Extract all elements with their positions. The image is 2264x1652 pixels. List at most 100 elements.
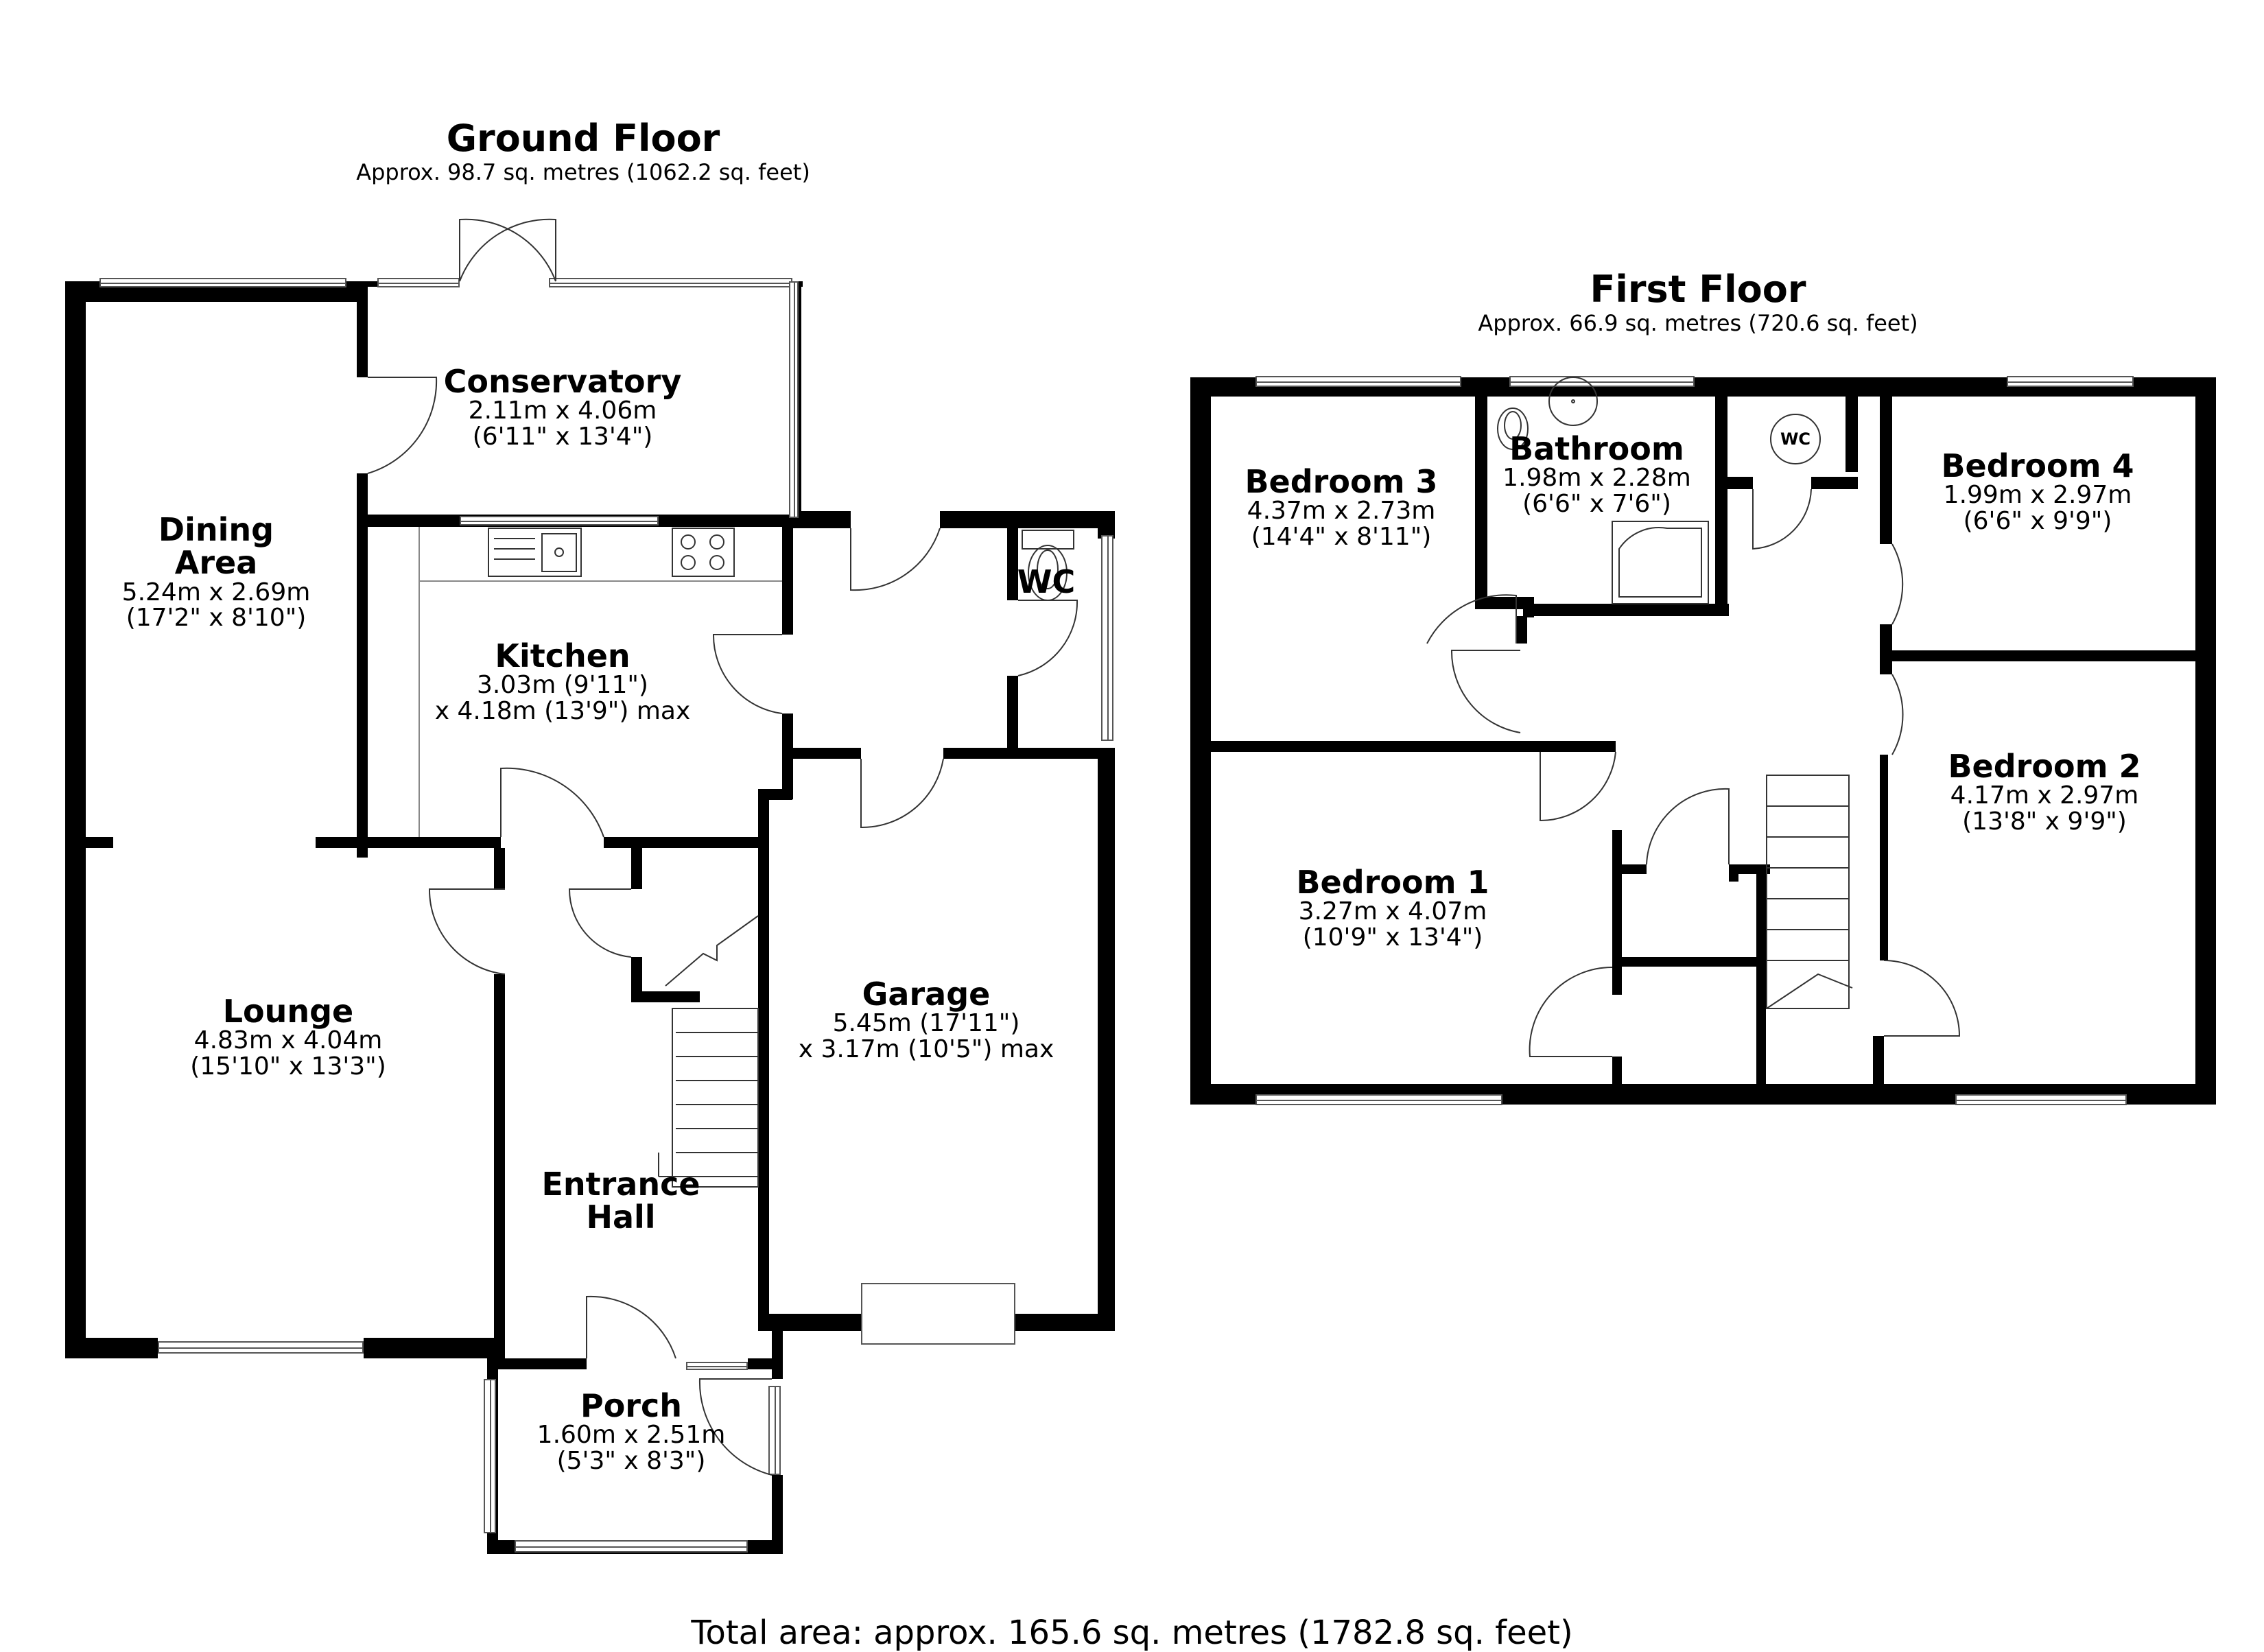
door-arc-icon (1450, 650, 1521, 733)
stairs-icon (672, 1008, 759, 1188)
wall (1190, 377, 1211, 1105)
door-arc-icon (1529, 966, 1613, 1057)
wall (1007, 676, 1018, 751)
wall (1612, 957, 1756, 967)
room-dimension-imperial: (10'9" x 13'4") (1302, 923, 1483, 952)
wall (1880, 397, 1892, 544)
room-wc-first: WC (1773, 430, 1817, 448)
window (1255, 1094, 1502, 1105)
wall (943, 748, 1115, 759)
room-bedroom-3: Bedroom 3 4.37m x 2.73m (14'4" x 8'11") (1214, 465, 1468, 550)
wall (1880, 755, 1888, 960)
wall (782, 748, 861, 759)
wall (1475, 397, 1487, 609)
wall (631, 848, 642, 889)
door-arc-icon (1752, 488, 1812, 550)
room-dimension-imperial: (6'11" x 13'4") (472, 423, 653, 451)
wall (796, 281, 801, 521)
room-dimension-imperial: (14'4" x 8'11") (1251, 523, 1432, 552)
room-name: Dining (158, 511, 274, 548)
window (484, 1379, 496, 1533)
door-arc-icon (1540, 751, 1616, 822)
room-name: Conservatory (443, 363, 682, 400)
wall (2195, 377, 2216, 1105)
room-name: Hall (586, 1199, 656, 1236)
room-dimension-metric: 3.27m x 4.07m (1298, 897, 1487, 926)
wall (1475, 597, 1523, 609)
room-dimension-metric: 5.24m x 2.69m (121, 578, 311, 606)
door-arc-icon (568, 888, 632, 958)
wall (1880, 624, 1892, 652)
room-dimension-imperial: (15'10" x 13'3") (190, 1052, 386, 1081)
room-dimension-metric: 2.11m x 4.06m (468, 397, 657, 425)
wall (758, 1314, 861, 1331)
window (158, 1341, 364, 1354)
room-lounge: Lounge 4.83m x 4.04m (15'10" x 13'3") (137, 995, 439, 1080)
room-name: Area (174, 544, 258, 582)
room-bedroom-2: Bedroom 2 4.17m x 2.97m (13'8" x 9'9") (1907, 750, 2182, 835)
room-dimension-metric: 4.37m x 2.73m (1247, 497, 1436, 526)
wall (65, 837, 113, 848)
toilet-icon (1022, 530, 1074, 550)
room-name: Bedroom 3 (1245, 463, 1438, 500)
wall (316, 837, 501, 848)
ground-floor-area: Approx. 98.7 sq. metres (1062.2 sq. feet… (356, 159, 810, 185)
kitchen-worktop-edge (418, 582, 420, 837)
door-arc-icon (459, 218, 556, 282)
wall (1612, 1057, 1622, 1091)
wall (1756, 864, 1766, 1091)
room-dimension-metric: 3.03m (9'11") (477, 671, 648, 700)
wall (1811, 477, 1858, 489)
wall (782, 748, 793, 799)
wall (487, 1358, 587, 1369)
window (789, 281, 799, 518)
wall (1880, 650, 1892, 674)
wall (782, 525, 793, 635)
door-arc-icon (428, 888, 506, 975)
stairs-icon (1766, 775, 1850, 1009)
wall (940, 511, 1115, 528)
wall (1612, 830, 1622, 967)
wall (494, 974, 505, 1358)
window (1101, 535, 1113, 741)
window (460, 516, 659, 526)
wall (357, 515, 368, 844)
room-bedroom-4: Bedroom 4 1.99m x 2.97m (6'6" x 9'9") (1900, 449, 2175, 534)
wall (1516, 616, 1527, 644)
first-floor-area: Approx. 66.9 sq. metres (720.6 sq. feet) (1478, 310, 1918, 336)
wall (631, 991, 700, 1002)
wall (772, 1475, 783, 1554)
window (99, 278, 346, 287)
wall (782, 713, 793, 755)
room-bathroom: Bathroom 1.98m x 2.28m (6'6" x 7'6") (1482, 432, 1712, 517)
wall (758, 789, 769, 1324)
wall (1098, 511, 1115, 539)
window (2007, 376, 2134, 387)
wall (1523, 604, 1729, 616)
wall (1015, 1314, 1115, 1331)
room-dimension-imperial: (5'3" x 8'3") (556, 1447, 706, 1476)
wall (604, 837, 768, 848)
wall (631, 957, 642, 1002)
kitchen-worktop (418, 527, 782, 582)
room-name: Lounge (222, 993, 354, 1030)
room-name: WC (1017, 563, 1076, 600)
wall (1715, 477, 1753, 489)
door-arc-icon (860, 758, 944, 829)
room-kitchen: Kitchen 3.03m (9'11") x 4.18m (13'9") ma… (425, 639, 700, 724)
ground-floor-title: Ground Floor (446, 117, 720, 160)
room-dimension-imperial: (6'6" x 7'6") (1522, 490, 1671, 519)
wall (1211, 741, 1616, 752)
room-dimension-metric: 1.99m x 2.97m (1943, 481, 2132, 510)
room-dimension-imperial: (13'8" x 9'9") (1962, 807, 2127, 836)
room-wc-ground: WC (1009, 563, 1084, 600)
door-arc-icon (850, 528, 941, 591)
total-area: Total area: approx. 165.6 sq. metres (17… (691, 1614, 1573, 1652)
window (515, 1540, 748, 1553)
wall (65, 1338, 158, 1358)
room-dimension-metric: 5.45m (17'11") (832, 1009, 1020, 1038)
wall (494, 848, 505, 889)
room-name: Garage (862, 976, 991, 1013)
room-name: Bedroom 2 (1948, 748, 2141, 785)
